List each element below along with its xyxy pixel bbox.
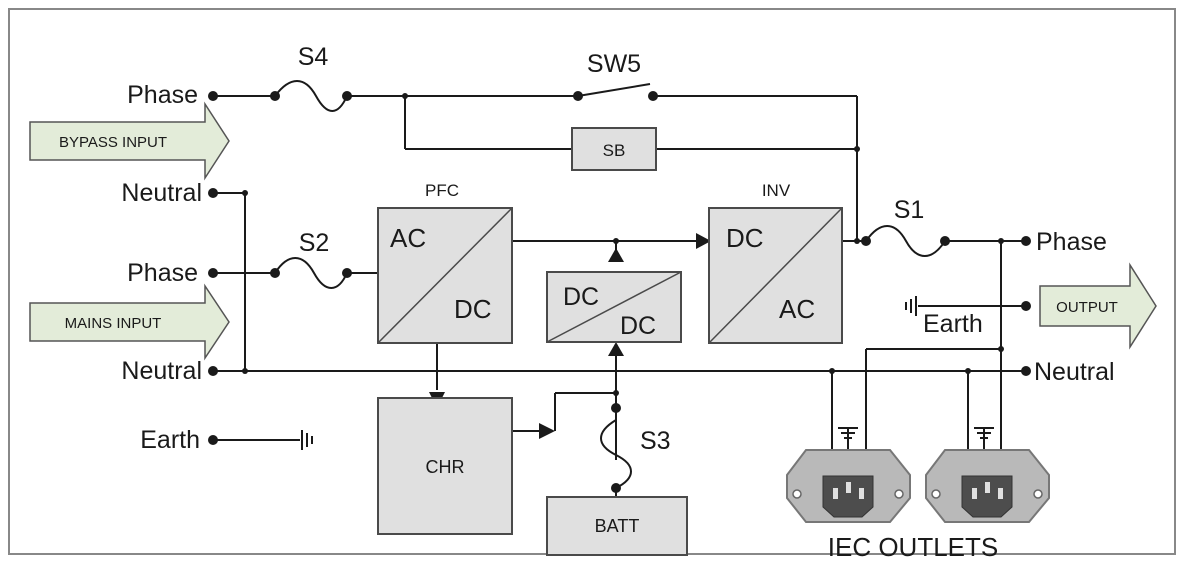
phase-output-label: Phase — [1036, 228, 1107, 256]
component-labels: S4 SW5 S2 S1 S3 PFC INV IEC OUTLETS — [298, 43, 999, 562]
phase-bypass-label: Phase — [127, 81, 198, 109]
dcdc-top-label: DC — [563, 283, 599, 311]
inv-dc-label: DC — [726, 223, 764, 253]
terminal-labels: Phase Neutral Phase Neutral Earth Phase … — [121, 81, 1114, 454]
chr-label: CHR — [426, 457, 465, 477]
battery-block: BATT — [546, 496, 688, 556]
neutral-bypass-label: Neutral — [121, 179, 202, 207]
phase-mains-label: Phase — [127, 259, 198, 287]
iec-outlet-1 — [786, 449, 911, 523]
iec-outlet-2 — [925, 449, 1050, 523]
earth-input-label: Earth — [140, 426, 200, 454]
s4-label: S4 — [298, 43, 329, 71]
pfc-title: PFC — [425, 181, 459, 200]
neutral-mains-label: Neutral — [121, 357, 202, 385]
pfc-dc-label: DC — [454, 294, 492, 324]
charger-block: CHR — [377, 397, 513, 535]
neutral-output-label: Neutral — [1034, 358, 1115, 386]
mains-input-arrow: MAINS INPUT — [29, 283, 230, 361]
batt-label: BATT — [595, 516, 640, 536]
pfc-ac-label: AC — [390, 223, 426, 253]
earth-output-label: Earth — [923, 310, 983, 338]
sw5-label: SW5 — [587, 50, 641, 78]
wiring — [213, 80, 1026, 497]
inv-ac-label: AC — [779, 294, 815, 324]
output-label: OUTPUT — [1056, 299, 1118, 316]
inv-title: INV — [762, 181, 791, 200]
bypass-input-arrow: BYPASS INPUT — [29, 101, 230, 181]
junction-dots — [208, 91, 1031, 493]
dcdc-bottom-label: DC — [620, 312, 656, 340]
output-arrow: OUTPUT — [1039, 262, 1157, 350]
static-bypass-block: SB — [571, 127, 657, 171]
s3-label: S3 — [640, 427, 671, 455]
s2-label: S2 — [299, 229, 330, 257]
pfc-block: AC DC — [377, 207, 513, 344]
s1-label: S1 — [894, 196, 925, 224]
dcdc-block: DC DC — [546, 271, 682, 343]
sb-label: SB — [603, 141, 626, 160]
inverter-block: DC AC — [708, 207, 843, 344]
iec-outlets-label: IEC OUTLETS — [828, 532, 998, 562]
bypass-input-label: BYPASS INPUT — [59, 134, 167, 151]
mains-input-label: MAINS INPUT — [65, 315, 162, 332]
